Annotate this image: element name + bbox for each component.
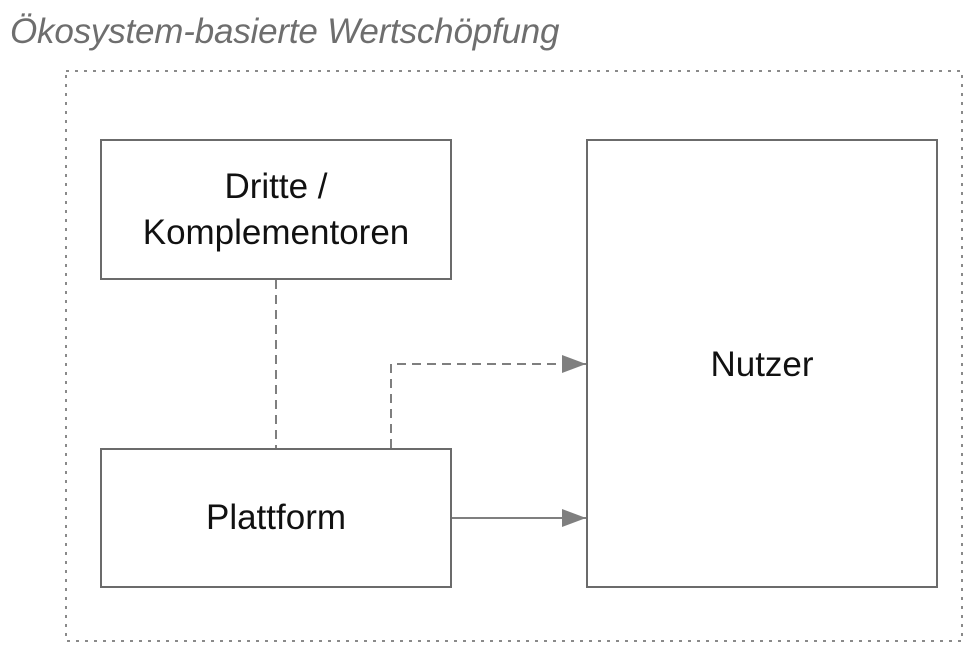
third-parties-label-line1: Dritte /	[224, 166, 328, 206]
platform-box	[100, 448, 452, 588]
platform-label: Plattform	[101, 449, 451, 587]
users-label-text: Nutzer	[710, 345, 814, 384]
diagram-title: Ökosystem-basierte Wertschöpfung	[10, 12, 560, 51]
third-parties-label: Dritte / Komplementoren	[101, 140, 451, 279]
ecosystem-frame	[65, 70, 963, 642]
users-box	[586, 139, 938, 588]
platform-users-dashed-arrow	[390, 355, 586, 448]
platform-label-text: Plattform	[205, 498, 347, 537]
third-parties-box	[100, 139, 452, 280]
third-parties-label-line2: Komplementoren	[142, 212, 410, 252]
users-label: Nutzer	[587, 298, 937, 432]
